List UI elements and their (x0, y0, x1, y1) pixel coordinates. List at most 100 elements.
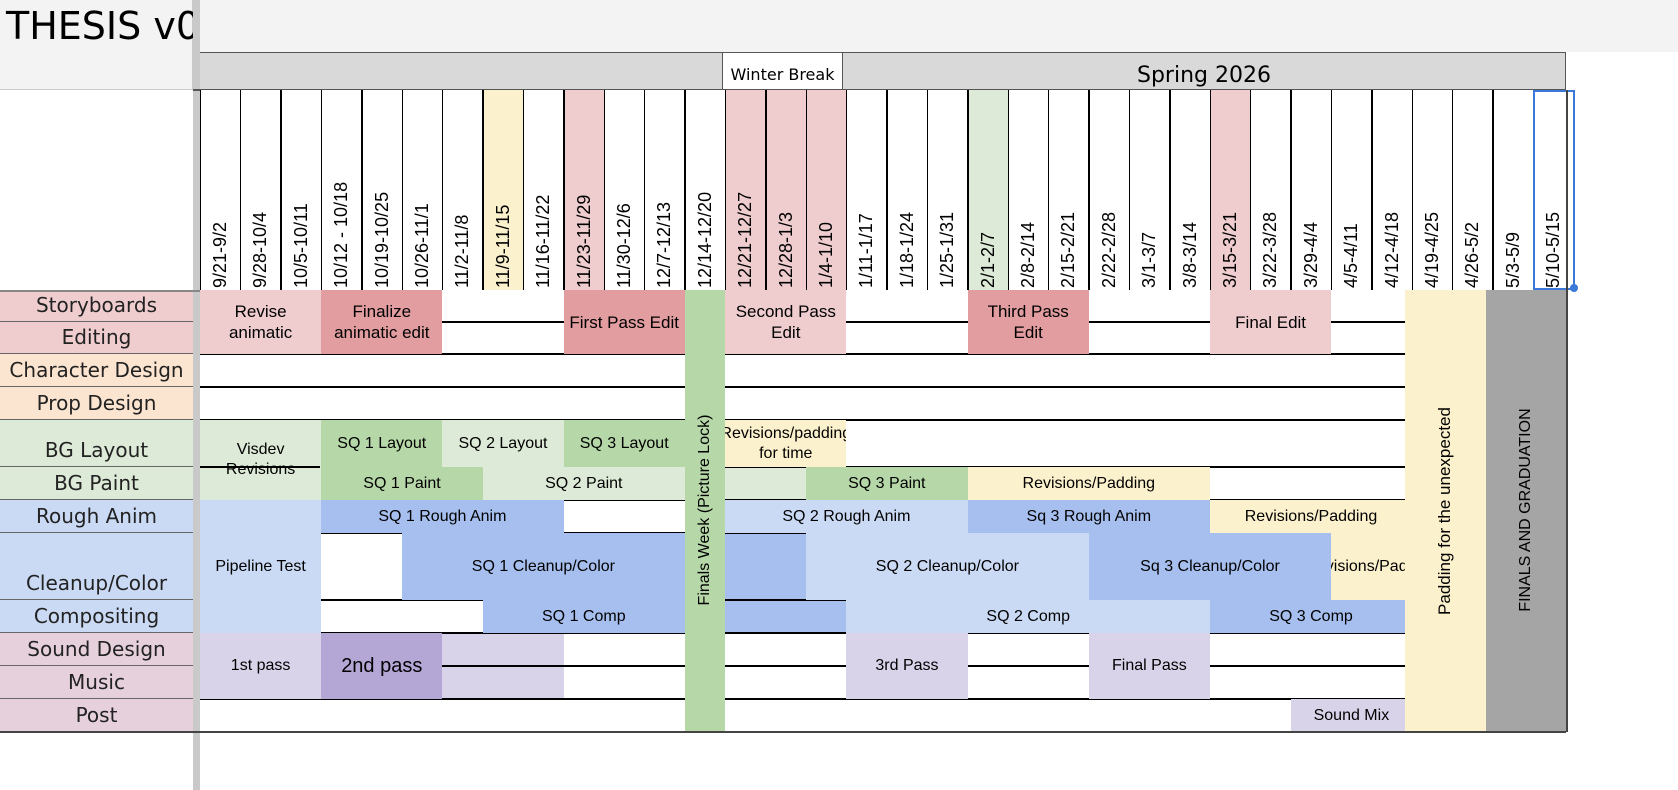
week-divider (1290, 90, 1292, 290)
week-header-18[interactable]: 1/25-1/31 (927, 90, 968, 290)
task-visdev-revisions[interactable]: Visdev Revisions (200, 420, 322, 500)
task-third-pass-edit[interactable]: Third Pass Edit (967, 290, 1089, 354)
week-header-0[interactable]: 9/21-9/2 (200, 90, 241, 290)
task-fill-block[interactable] (725, 600, 847, 633)
task-third-pass[interactable]: 3rd Pass (846, 633, 968, 699)
week-header-7[interactable]: 11/9-11/15 (482, 90, 524, 290)
week-header-1[interactable]: 9/28-10/4 (240, 90, 281, 290)
task-second-pass-edit[interactable]: Second Pass Edit (725, 290, 847, 354)
week-date-label: 2/1-2/7 (977, 231, 998, 288)
week-header-30[interactable]: 4/19-4/25 (1412, 90, 1453, 290)
row-label-text: Post (75, 703, 118, 727)
header-band-left[interactable] (200, 52, 722, 90)
week-header-32[interactable]: 5/3-5/9 (1492, 90, 1534, 290)
week-header-4[interactable]: 10/19-10/25 (361, 90, 402, 290)
week-header-26[interactable]: 3/22-3/28 (1250, 90, 1291, 290)
week-header-3[interactable]: 10/12 - 10/18 (321, 90, 362, 290)
row-label-character-design[interactable]: Character Design (0, 354, 193, 387)
week-header-14[interactable]: 12/28-1/3 (765, 90, 806, 290)
task-revise-animatic[interactable]: Revise animatic (200, 290, 322, 354)
row-label-editing[interactable]: Editing (0, 322, 193, 354)
row-label-cleanup-color[interactable]: Cleanup/Color (0, 533, 193, 600)
week-header-23[interactable]: 3/1-3/7 (1129, 90, 1170, 290)
finals-graduation-block[interactable] (1486, 290, 1566, 732)
week-header-6[interactable]: 11/2-11/8 (442, 90, 483, 290)
week-header-12[interactable]: 12/14-12/20 (684, 90, 726, 290)
task-second-pass[interactable]: 2nd pass (321, 633, 443, 699)
row-label-post[interactable]: Post (0, 699, 193, 732)
task-sq3-paint[interactable]: SQ 3 Paint (806, 467, 968, 500)
week-date-label: 11/23-11/29 (573, 194, 594, 288)
week-date-label: 1/18-1/24 (896, 211, 917, 288)
finals-week-block[interactable] (684, 290, 726, 732)
task-sq3-rough[interactable]: Sq 3 Rough Anim (967, 500, 1210, 533)
row-label-music[interactable]: Music (0, 666, 193, 699)
task-finalize-animatic-edit[interactable]: Finalize animatic edit (321, 290, 443, 354)
winter-break-header[interactable]: Winter Break (722, 52, 843, 90)
selection-handle[interactable] (1569, 284, 1578, 292)
row-label-text: Editing (61, 325, 132, 349)
task-sq3-comp[interactable]: SQ 3 Comp (1210, 600, 1412, 633)
task-pipeline-test[interactable]: Pipeline Test (200, 500, 322, 633)
row-label-bg-layout[interactable]: BG Layout (0, 420, 193, 467)
task-sq1-paint[interactable]: SQ 1 Paint (321, 467, 483, 500)
row-label-sound-design[interactable]: Sound Design (0, 633, 193, 666)
task-sq2-rough[interactable]: SQ 2 Rough Anim (725, 500, 968, 533)
task-visdev-revisions-label: Visdev Revisions (225, 441, 296, 478)
week-header-29[interactable]: 4/12-4/18 (1371, 90, 1412, 290)
task-final-pass[interactable]: Final Pass (1088, 633, 1210, 699)
padding-unexpected-block[interactable] (1405, 290, 1486, 732)
row-label-storyboards[interactable]: Storyboards (0, 290, 193, 322)
task-revisions-padding-paint[interactable]: Revisions/Padding (967, 467, 1210, 500)
week-header-27[interactable]: 3/29-4/4 (1290, 90, 1332, 290)
week-header-17[interactable]: 1/18-1/24 (886, 90, 928, 290)
week-header-9[interactable]: 11/23-11/29 (563, 90, 604, 290)
task-sq1-comp[interactable]: SQ 1 Comp (482, 600, 685, 633)
week-header-15[interactable]: 1/4-1/10 (806, 90, 847, 290)
week-divider (1451, 90, 1454, 290)
week-header-25[interactable]: 3/15-3/21 (1210, 90, 1251, 290)
row-label-compositing[interactable]: Compositing (0, 600, 193, 633)
task-sound-mix[interactable]: Sound Mix (1290, 699, 1412, 732)
week-header-19[interactable]: 2/1-2/7 (967, 90, 1008, 290)
week-header-13[interactable]: 12/21-12/27 (725, 90, 766, 290)
week-header-16[interactable]: 1/11-1/17 (846, 90, 887, 290)
week-header-21[interactable]: 2/15-2/21 (1048, 90, 1089, 290)
week-header-28[interactable]: 4/5-4/11 (1331, 90, 1372, 290)
row-label-prop-design[interactable]: Prop Design (0, 387, 193, 420)
task-sq3-layout[interactable]: SQ 3 Layout (563, 420, 685, 467)
task-sq3-cleanup-label: Sq 3 Cleanup/Color (1140, 557, 1280, 575)
row-label-bg-paint[interactable]: BG Paint (0, 467, 193, 500)
task-sq1-rough[interactable]: SQ 1 Rough Anim (321, 500, 564, 533)
task-revisions-padding-time[interactable]: Revisions/padding for time (725, 420, 847, 467)
row-label-rough-anim[interactable]: Rough Anim (0, 500, 193, 533)
row-label-text: Cleanup/Color (25, 571, 168, 595)
week-header-24[interactable]: 3/8-3/14 (1169, 90, 1210, 290)
task-revisions-padding-cleanup[interactable]: Revisions/Padding (1331, 533, 1412, 600)
selected-cell[interactable] (1533, 90, 1575, 290)
week-header-11[interactable]: 12/7-12/13 (644, 90, 685, 290)
task-first-pass[interactable]: 1st pass (200, 633, 322, 699)
task-sq3-cleanup[interactable]: Sq 3 Cleanup/Color (1088, 533, 1332, 600)
week-header-5[interactable]: 10/26-11/1 (402, 90, 443, 290)
task-sq2-comp[interactable]: SQ 2 Comp (846, 600, 1210, 633)
spring-header[interactable]: Spring 2026 (843, 52, 1566, 90)
task-final-edit[interactable]: Final Edit (1210, 290, 1332, 354)
task-sq1-layout[interactable]: SQ 1 Layout (321, 420, 443, 467)
task-sq2-layout[interactable]: SQ 2 Layout (442, 420, 564, 467)
week-header-20[interactable]: 2/8-2/14 (1008, 90, 1049, 290)
task-sq1-cleanup[interactable]: SQ 1 Cleanup/Color (402, 533, 685, 600)
task-fill-block[interactable] (725, 467, 806, 500)
task-revisions-padding-rough[interactable]: Revisions/Padding (1210, 500, 1412, 533)
task-sq2-paint[interactable]: SQ 2 Paint (482, 467, 685, 500)
week-divider (1492, 90, 1494, 290)
task-first-pass-edit[interactable]: First Pass Edit (563, 290, 685, 354)
week-header-2[interactable]: 10/5-10/11 (280, 90, 322, 290)
week-header-31[interactable]: 4/26-5/2 (1452, 90, 1493, 290)
week-header-8[interactable]: 11/16-11/22 (523, 90, 564, 290)
week-header-10[interactable]: 11/30-12/6 (604, 90, 645, 290)
week-header-22[interactable]: 2/22-2/28 (1088, 90, 1130, 290)
task-fill-block[interactable] (725, 533, 806, 600)
task-sq2-cleanup[interactable]: SQ 2 Cleanup/Color (806, 533, 1089, 600)
row-divider (200, 466, 320, 468)
